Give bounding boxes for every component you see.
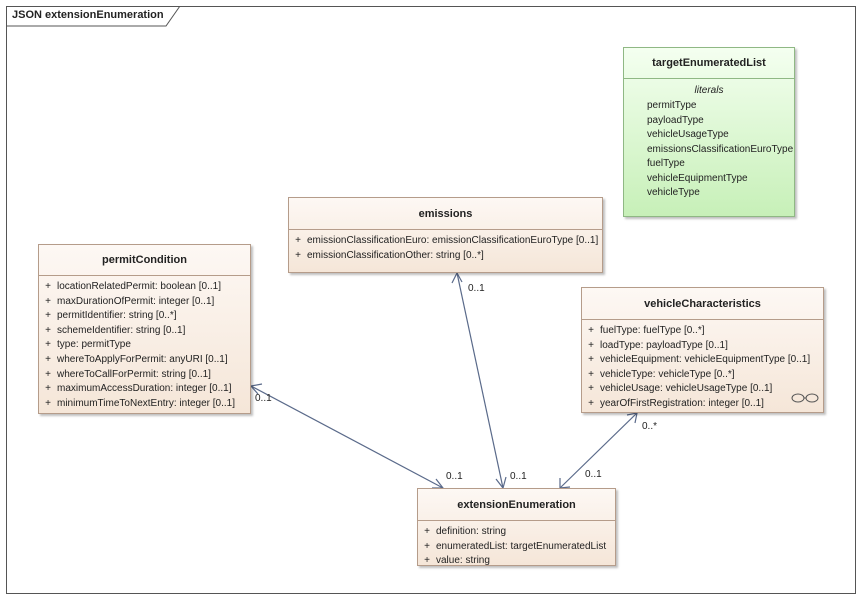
attribute: +maximumAccessDuration: integer [0..1] — [45, 383, 232, 395]
attribute: +loadType: payloadType [0..1] — [588, 339, 728, 351]
attribute: +enumeratedList: targetEnumeratedList — [424, 540, 607, 552]
class-permitCondition[interactable]: permitCondition +locationRelatedPermit: … — [38, 244, 251, 414]
attribute: +yearOfFirstRegistration: integer [0..1] — [588, 397, 764, 409]
attribute: +minimumTimeToNextEntry: integer [0..1] — [45, 397, 236, 409]
enum-literal: payloadType — [647, 114, 704, 126]
arrowhead-emissions — [451, 271, 463, 284]
class-name: emissions — [289, 198, 602, 230]
attribute: +fuelType: fuelType [0..*] — [588, 325, 705, 336]
attribute: +definition: string — [424, 526, 507, 537]
class-name: targetEnumeratedList — [624, 48, 794, 79]
attribute: +schemeIdentifier: string [0..1] — [45, 324, 186, 336]
multiplicity-emissions-end: 0..1 — [468, 283, 485, 294]
class-name: extensionEnumeration — [418, 489, 615, 521]
multiplicity-permit-end: 0..1 — [255, 393, 272, 404]
attribute: +emissionClassificationOther: string [0.… — [295, 249, 484, 261]
assoc-permit-ext — [250, 385, 444, 489]
enum-literal: permitType — [647, 100, 697, 111]
enum-literal: vehicleType — [647, 187, 700, 198]
class-name: permitCondition — [39, 245, 250, 276]
enum-literal: vehicleEquipmentType — [647, 172, 748, 184]
attribute: +vehicleEquipment: vehicleEquipmentType … — [588, 354, 811, 366]
enum-literal: emissionsClassificationEuroType — [647, 143, 794, 155]
multiplicity-ext-top-mid: 0..1 — [510, 471, 527, 482]
diagram-title: JSON extensionEnumeration — [12, 9, 164, 21]
enum-literal: vehicleUsageType — [647, 129, 729, 140]
attribute: +type: permitType — [45, 339, 131, 351]
literals-label: literals — [694, 85, 724, 96]
diagram-frame — [6, 6, 856, 594]
arrowhead-vehicle — [626, 412, 638, 424]
linked-element-icon — [791, 393, 819, 403]
class-targetEnumeratedList[interactable]: targetEnumeratedList literals permitType… — [623, 47, 795, 217]
class-extensionEnumeration[interactable]: extensionEnumeration +definition: string… — [417, 488, 616, 566]
class-name: vehicleCharacteristics — [582, 288, 823, 320]
multiplicity-ext-top-left: 0..1 — [446, 471, 463, 482]
attribute: +maxDurationOfPermit: integer [0..1] — [45, 295, 215, 307]
multiplicity-ext-top-right: 0..1 — [585, 469, 602, 480]
attribute: +permitIdentifier: string [0..*] — [45, 310, 177, 322]
attribute: +emissionClassificationEuro: emissionCla… — [295, 235, 599, 246]
attribute: +whereToCallForPermit: string [0..1] — [45, 368, 211, 380]
class-emissions[interactable]: emissions +emissionClassificationEuro: e… — [288, 197, 603, 273]
multiplicity-vehicle-end: 0..* — [642, 421, 658, 432]
attribute: +vehicleType: vehicleType [0..*] — [588, 368, 735, 380]
assoc-vehicle-ext — [559, 412, 638, 489]
arrowhead-permit — [249, 383, 263, 395]
attribute: +locationRelatedPermit: boolean [0..1] — [45, 281, 221, 292]
attribute: +whereToApplyForPermit: anyURI [0..1] — [45, 353, 228, 365]
assoc-emissions-ext — [456, 272, 504, 489]
enum-literal: fuelType — [647, 158, 685, 169]
attribute: +value: string — [424, 555, 490, 567]
attribute: +vehicleUsage: vehicleUsageType [0..1] — [588, 383, 773, 395]
class-vehicleCharacteristics[interactable]: vehicleCharacteristics +fuelType: fuelTy… — [581, 287, 824, 413]
